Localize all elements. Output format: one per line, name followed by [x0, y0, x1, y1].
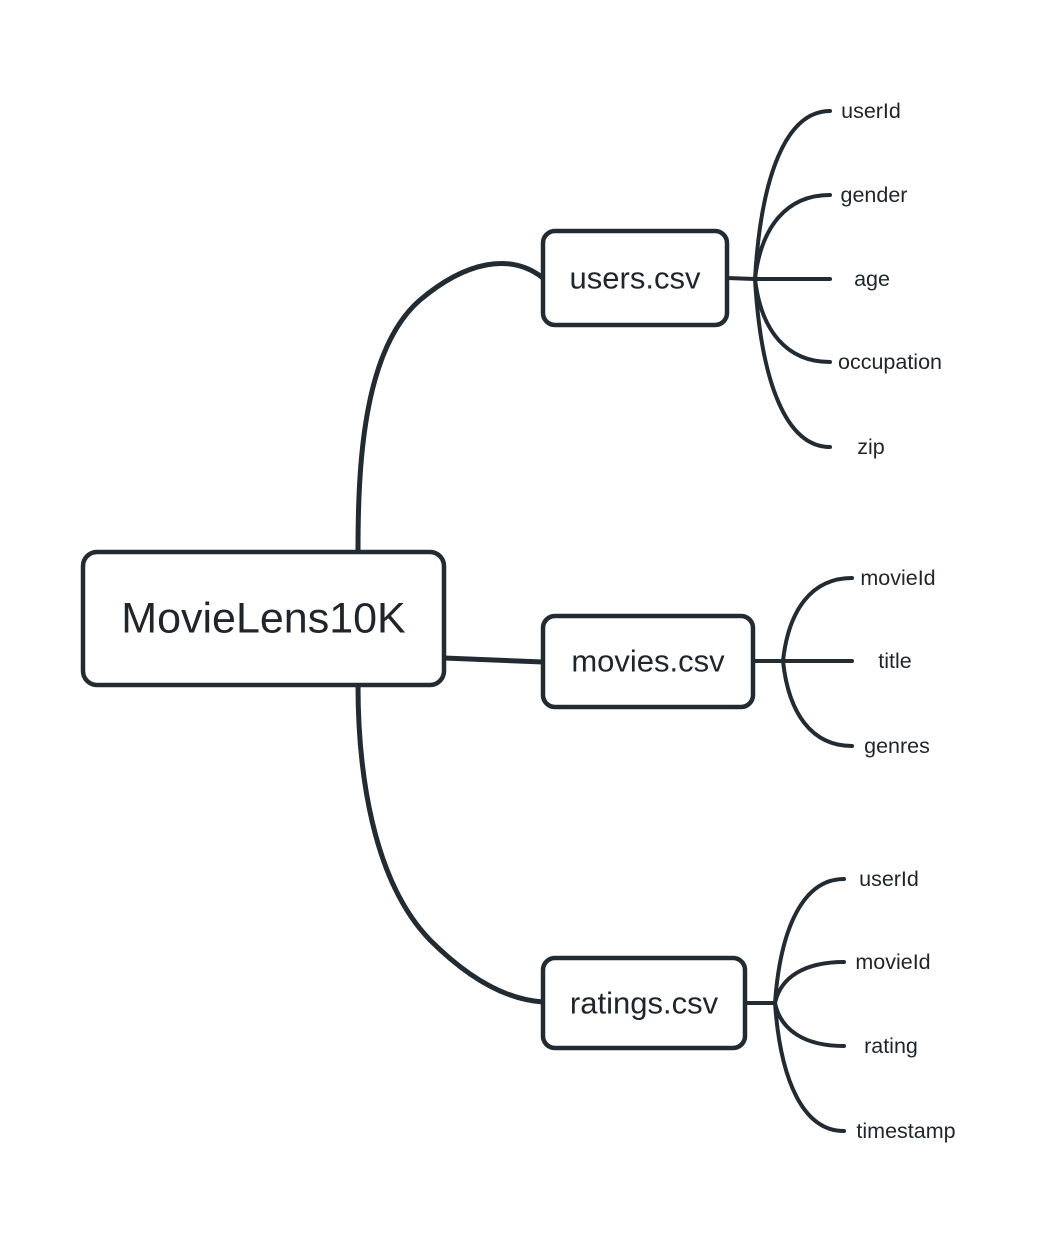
leaf-edge-ratings-0	[773, 877, 846, 1005]
leaf-label-movies-title: title	[878, 649, 911, 673]
leaf-edge-users-4	[753, 277, 832, 449]
leaf-edge-ratings-1	[773, 960, 846, 1005]
node-box-users	[540, 228, 730, 328]
node-box-ratings	[540, 955, 748, 1051]
root-edge-group	[355, 261, 546, 1005]
leaf-label-ratings-rating: rating	[864, 1034, 918, 1058]
node-box-movies	[540, 613, 756, 710]
leaf-label-movies-movieid: movieId	[860, 566, 935, 590]
node-group: users.csv movies.csv ratings.csv MovieLens1…	[80, 228, 756, 1051]
node-root[interactable]: MovieLens10K	[80, 549, 447, 688]
leaf-edge-users-1	[753, 193, 832, 281]
leaf-label-ratings-timestamp: timestamp	[856, 1119, 955, 1143]
leaf-label-users-userid: userId	[841, 99, 901, 123]
node-label-ratings: ratings.csv	[570, 986, 719, 1021]
leaf-label-users-occupation: occupation	[838, 350, 942, 374]
root-edge-to-ratings	[355, 682, 546, 1005]
node-label-root: MovieLens10K	[121, 595, 406, 643]
leaf-edge-users-0	[753, 109, 832, 281]
leaf-edge-movies-2	[781, 659, 854, 748]
root-edge-to-users	[355, 261, 546, 555]
node-users[interactable]: users.csv	[540, 228, 730, 328]
leaf-label-ratings-movieid: movieId	[855, 950, 930, 974]
leaf-edge-ratings-3	[773, 1001, 846, 1133]
node-box-root	[80, 549, 447, 688]
node-label-users: users.csv	[570, 261, 701, 296]
leaf-label-users-age: age	[854, 267, 890, 291]
leaf-label-ratings-userid: userId	[859, 867, 919, 891]
leaf-label-group: userId gender age occupation zip movieId title…	[838, 99, 956, 1143]
leaf-label-users-gender: gender	[841, 183, 908, 207]
node-movies[interactable]: movies.csv	[540, 613, 756, 710]
node-label-movies: movies.csv	[571, 644, 725, 679]
root-edge-to-movies	[441, 655, 546, 665]
leaf-edge-users-3	[753, 277, 832, 364]
leaf-edge-ratings-2	[773, 1001, 846, 1048]
leaf-label-users-zip: zip	[857, 435, 885, 459]
leaf-edge-group	[725, 109, 854, 1133]
leaf-label-movies-genres: genres	[864, 734, 930, 758]
leaf-edge-movies-0	[781, 576, 854, 663]
node-ratings[interactable]: ratings.csv	[540, 955, 748, 1051]
fan-stub-users	[725, 276, 757, 281]
